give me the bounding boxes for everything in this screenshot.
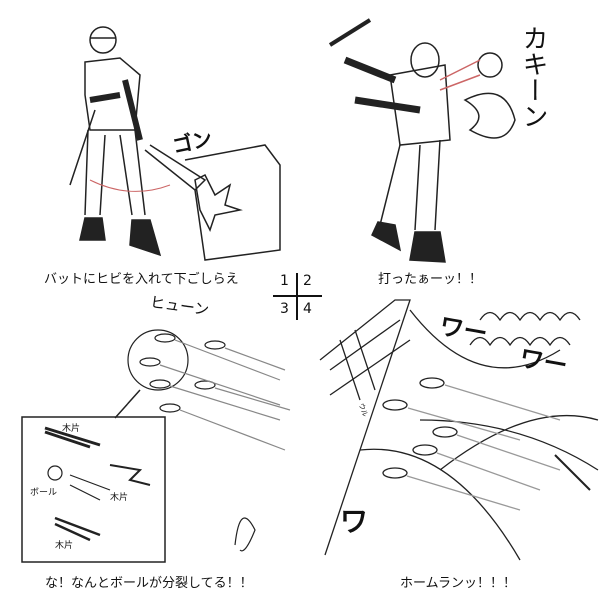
panel-number-1: 1	[280, 273, 289, 289]
wood-fragment-label: 木片	[55, 541, 74, 551]
panel-3-caption: な！なんとボールが分裂してる！！	[45, 576, 253, 591]
panel-1-drawing	[69, 26, 281, 261]
wood-fragment-label: 木片	[62, 424, 81, 434]
panel-4-sound-effect-3: ワ	[340, 505, 369, 538]
panel-number-2: 2	[303, 273, 312, 289]
panel-2-sound-effect: カキーン	[518, 25, 548, 129]
panel-3-drawing	[21, 329, 291, 563]
wood-fragment-label: 木片	[110, 493, 129, 503]
panel-1-caption: バットにヒビを入れて下ごしらえ	[44, 272, 239, 287]
panel-4-drawing	[319, 299, 599, 561]
panel-2-drawing	[328, 18, 516, 263]
panel-number-3: 3	[280, 301, 289, 317]
panel-divider	[273, 273, 322, 320]
ball-label: ボール	[30, 488, 58, 498]
panel-number-4: 4	[303, 301, 312, 317]
panel-2-caption: 打ったぁーッ！！	[378, 272, 483, 287]
panel-4-caption: ホームランッ！！！	[400, 576, 516, 591]
